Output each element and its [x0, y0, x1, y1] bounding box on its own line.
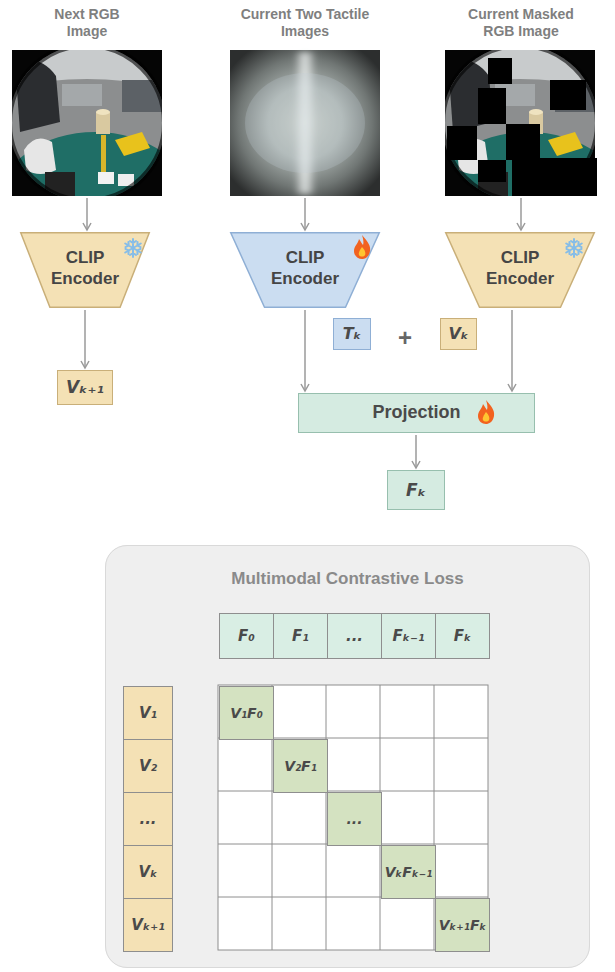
matrix-diagonal-cell: V₂F₁ — [273, 739, 328, 793]
image-panel: Current Two Tactile Images — [230, 6, 380, 196]
node-label: ... — [139, 810, 156, 828]
matrix-row-cell: Vₖ — [123, 845, 173, 899]
node-label: Vₖ — [448, 324, 468, 343]
encoder-shape — [21, 233, 150, 308]
trainable-icon — [354, 235, 370, 259]
node-label: ... — [347, 811, 363, 828]
plus-sign: + — [398, 326, 412, 350]
matrix-row-cell: ... — [123, 792, 173, 846]
node-label: Fₖ₋₁ — [392, 627, 424, 645]
node-label: CLIP Encoder — [473, 247, 568, 289]
arrow-connector — [86, 198, 88, 230]
matrix-header-cell: Fₖ₋₁ — [381, 613, 436, 659]
arrow-connector — [415, 435, 417, 468]
node-label: V₂ — [139, 757, 157, 775]
encoder-shape — [231, 233, 380, 308]
feature-box: Fₖ — [387, 470, 445, 510]
feature-box: Vₖ — [440, 318, 477, 350]
node-label: VₖFₖ₋₁ — [385, 864, 433, 881]
node-label: F₀ — [238, 627, 255, 645]
node-label: V₁ — [139, 704, 157, 722]
matrix-diagonal-cell: V₁F₀ — [219, 686, 274, 740]
frozen-icon — [124, 239, 143, 257]
encoder-trapezoid: CLIP Encoder — [445, 232, 595, 308]
node-label: CLIP Encoder — [258, 247, 353, 289]
arrow-connector — [304, 198, 306, 230]
frozen-icon — [565, 239, 584, 257]
panel-ground — [105, 545, 590, 968]
matrix-header-cell: F₀ — [219, 613, 274, 659]
arrow-connector — [511, 310, 513, 391]
arrow-connector — [520, 198, 522, 230]
panel-title: Multimodal Contrastive Loss — [231, 569, 463, 589]
node-label: Vₖ₊₁ — [131, 916, 164, 934]
node-label: Fₖ — [406, 480, 426, 500]
encoder-trapezoid: CLIP Encoder — [20, 232, 150, 308]
matrix-header-cell: Fₖ — [435, 613, 490, 659]
image-heading: Current Masked RGB Image — [451, 6, 591, 40]
feature-box: Vₖ₊₁ — [57, 370, 113, 405]
matrix-diagonal-cell: VₖFₖ₋₁ — [381, 845, 436, 899]
node-label: CLIP Encoder — [38, 247, 133, 289]
matrix-row-cell: Vₖ₊₁ — [123, 898, 173, 952]
node-label: V₁F₀ — [230, 705, 263, 722]
image-masks — [447, 58, 597, 196]
feature-box: Tₖ — [333, 318, 371, 350]
matrix-diagonal-cell: ... — [327, 792, 382, 846]
matrix-header-cell: ... — [327, 613, 382, 659]
node-label: Projection — [372, 402, 460, 424]
node-label: Vₖ — [139, 863, 158, 881]
image-heading: Next RGB Image — [42, 6, 132, 40]
node-label: Vₖ₊₁ — [66, 377, 104, 397]
node-label: V₂F₁ — [284, 758, 317, 775]
node-label: F₁ — [292, 627, 309, 645]
arrow-connector — [84, 310, 86, 368]
image-panel: Current Masked RGB Image — [445, 6, 597, 196]
trainable-icon — [478, 400, 494, 424]
node-label: Vₖ₊₁Fₖ — [439, 917, 487, 934]
node-label: Fₖ — [454, 627, 472, 645]
node-label: ... — [346, 627, 363, 645]
loss-panel: F₀ F₁... Fₖ₋₁ FₖV₁ V₂... VₖVₖ₊₁ V₁F₀ V₂F₁... VₖF… — [105, 545, 590, 968]
node-label: Tₖ — [343, 324, 362, 343]
image-heading: Current Two Tactile Images — [240, 6, 370, 40]
encoder-shape — [446, 233, 595, 308]
tactile-photo — [230, 50, 380, 196]
matrix-row-cell: V₂ — [123, 739, 173, 793]
encoder-trapezoid: CLIP Encoder — [230, 232, 380, 308]
projection-box: Projection — [298, 393, 535, 433]
matrix-diagonal-cell: Vₖ₊₁Fₖ — [435, 898, 490, 952]
image-panel: Next RGB Image — [12, 6, 162, 196]
matrix-header-cell: F₁ — [273, 613, 328, 659]
matrix-row-cell: V₁ — [123, 686, 173, 740]
arrow-connector — [304, 310, 306, 391]
